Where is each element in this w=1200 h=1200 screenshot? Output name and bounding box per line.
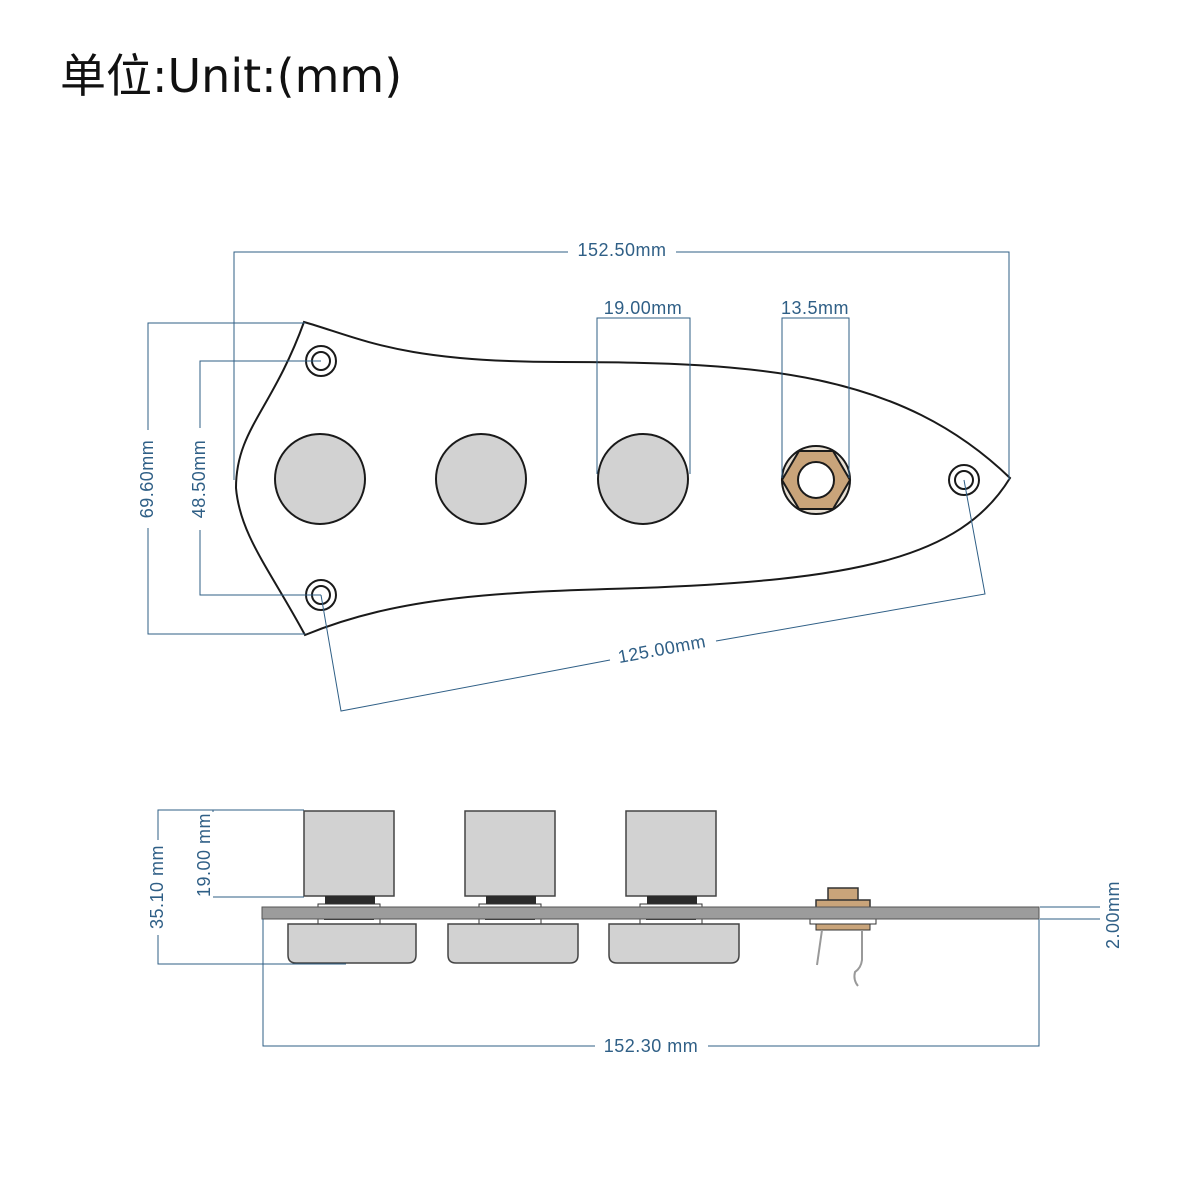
unit-title: 单位:Unit:(mm) [60, 49, 402, 103]
dim-plate-thickness: 2.00mm [1040, 881, 1123, 949]
svg-text:69.60mm: 69.60mm [137, 440, 157, 519]
svg-text:35.10 mm: 35.10 mm [147, 845, 167, 929]
svg-text:152.30 mm: 152.30 mm [604, 1036, 699, 1056]
output-jack-side [809, 887, 877, 987]
side-view: 19.00 mm 35.10 mm 2.00mm 152.30 mm [147, 809, 1123, 1056]
svg-text:19.00 mm: 19.00 mm [194, 813, 214, 897]
pot-knob-1 [287, 810, 417, 964]
dim-knob-height: 19.00 mm [194, 809, 304, 898]
svg-text:48.50mm: 48.50mm [189, 440, 209, 519]
dim-overall-length: 152.50mm [233, 240, 1010, 480]
top-view: 152.50mm 19.00mm 13.5mm 69.60mm 48.50mm … [137, 240, 1012, 712]
side-plate [261, 906, 1040, 920]
knob-hole-1 [274, 433, 366, 525]
svg-text:13.5mm: 13.5mm [781, 298, 849, 318]
svg-text:125.00mm: 125.00mm [616, 631, 707, 667]
output-jack [780, 445, 852, 515]
knob-hole-3 [597, 433, 689, 525]
dim-total-height: 35.10 mm [147, 809, 346, 965]
dim-jack-diameter: 13.5mm [781, 298, 850, 478]
knob-hole-2 [435, 433, 527, 525]
svg-text:2.00mm: 2.00mm [1103, 881, 1123, 949]
pot-knob-3 [608, 810, 740, 964]
pot-knob-2 [447, 810, 579, 964]
svg-text:19.00mm: 19.00mm [604, 298, 683, 318]
svg-text:152.50mm: 152.50mm [577, 240, 666, 260]
dim-knob-diameter: 19.00mm [596, 298, 691, 474]
dim-screw-vertical: 48.50mm [189, 360, 321, 596]
dim-plate-length: 152.30 mm [262, 919, 1040, 1056]
dim-overall-height: 69.60mm [137, 322, 305, 635]
